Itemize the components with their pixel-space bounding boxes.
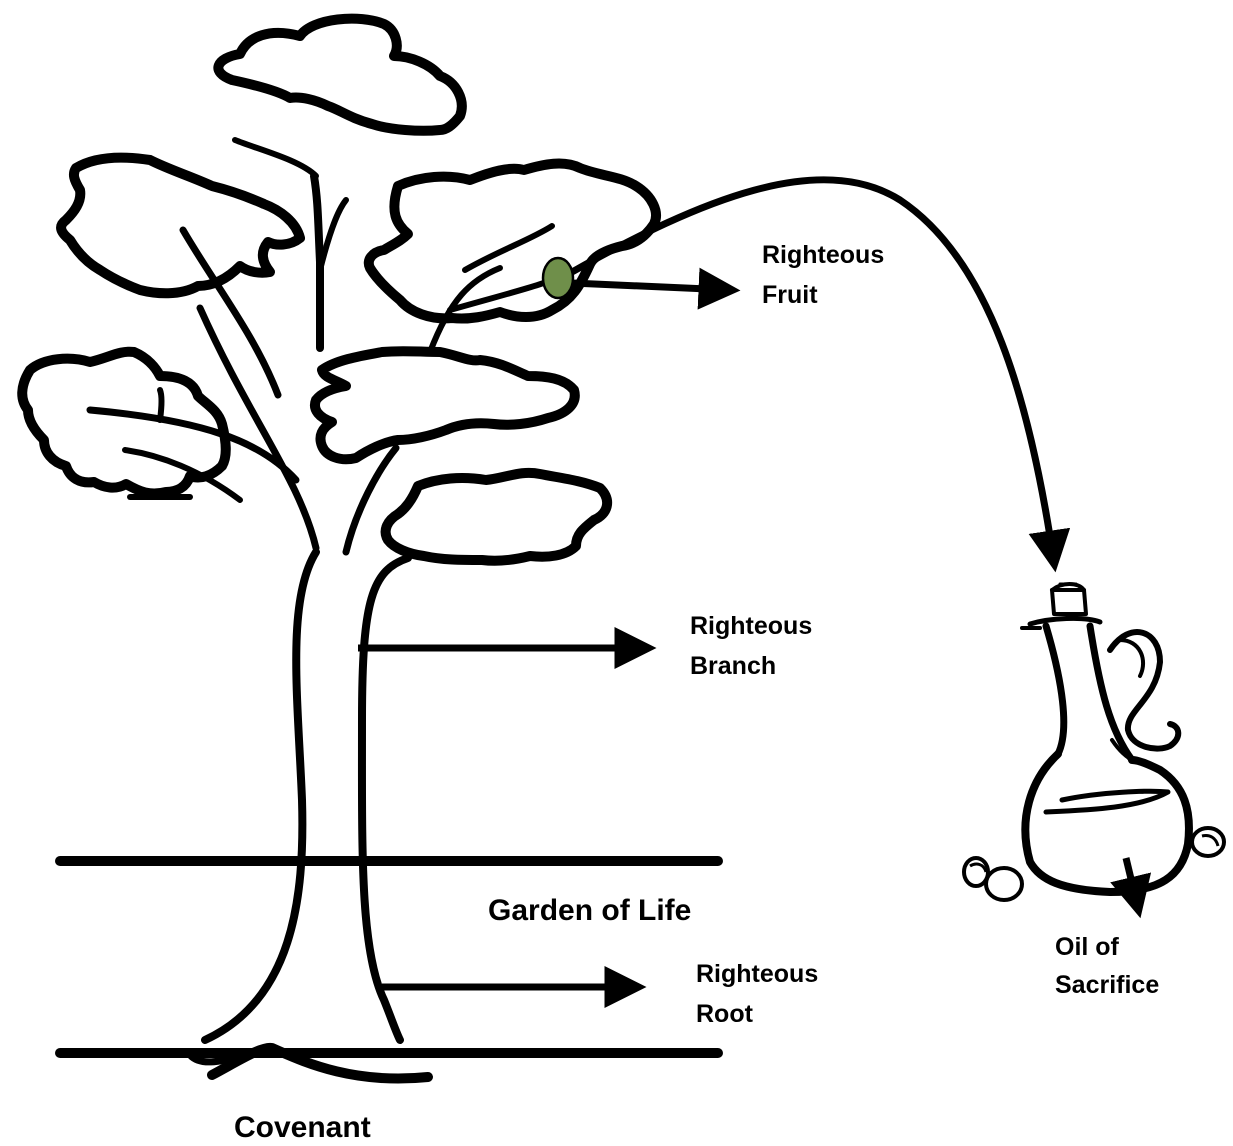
label-righteous-fruit: Righteous Fruit — [762, 235, 884, 315]
tree-trunk-right — [362, 558, 408, 1040]
label-oil-line2: Sacrifice — [1055, 966, 1159, 1004]
label-righteous-branch-line1: Righteous — [690, 606, 812, 646]
oil-jar-icon — [1022, 584, 1189, 892]
label-righteous-branch: Righteous Branch — [690, 606, 812, 686]
olive-fruit-icon — [543, 258, 573, 298]
tree-foliage — [218, 19, 461, 131]
olive-right — [1192, 828, 1224, 856]
label-oil-line1: Oil of — [1055, 928, 1159, 966]
label-righteous-fruit-line1: Righteous — [762, 235, 884, 275]
tree-trunk — [205, 552, 316, 1040]
olive-left-2 — [964, 858, 988, 886]
label-righteous-branch-line2: Branch — [690, 646, 812, 686]
label-covenant: Covenant — [234, 1110, 371, 1146]
jar-oil-level — [1046, 791, 1168, 812]
jar-handle — [1110, 632, 1178, 749]
jar-cork — [1052, 590, 1086, 614]
label-righteous-root: Righteous Root — [696, 954, 818, 1034]
label-covenant-text: Covenant — [234, 1110, 371, 1146]
label-righteous-root-line1: Righteous — [696, 954, 818, 994]
label-righteous-fruit-line2: Fruit — [762, 275, 884, 315]
label-garden-of-life: Garden of Life — [488, 893, 691, 929]
jar-neck-left — [1046, 626, 1064, 754]
arrow-fruit — [572, 283, 730, 290]
label-oil-of-sacrifice: Oil of Sacrifice — [1055, 928, 1159, 1004]
label-garden-of-life-text: Garden of Life — [488, 893, 691, 929]
jar-body — [1025, 754, 1189, 892]
arrow-oil — [1126, 858, 1138, 908]
label-righteous-root-line2: Root — [696, 994, 818, 1034]
olive-left-1 — [986, 868, 1022, 900]
